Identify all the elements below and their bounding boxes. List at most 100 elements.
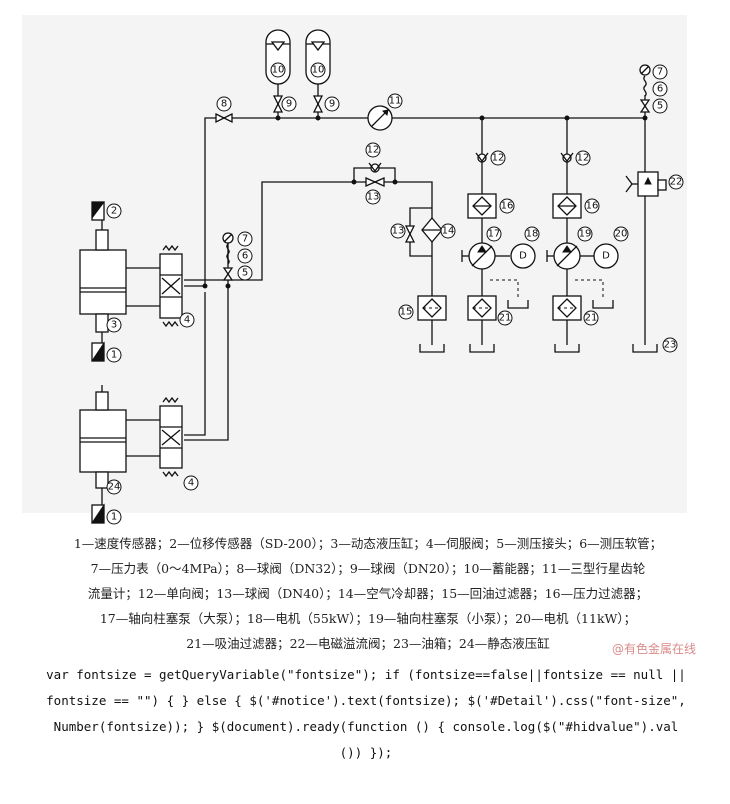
label-12-pump2: 12 [577,153,590,164]
label-1-lower: 1 [111,512,117,523]
hydraulic-system-diagram: D D [22,15,687,525]
label-6-right: 6 [657,84,663,95]
speed-sensor-icon-lower [91,503,105,524]
label-circle [652,64,668,80]
label-circle [668,174,684,190]
watermark: @有色金属在线 [612,642,697,656]
label-12: 12 [367,145,380,156]
label-5: 5 [242,268,248,279]
caption-line: 流量计；12—单向阀；13—球阀（DN40）；14—空气冷却器；15—回油过滤器… [87,586,649,601]
label-circle [497,310,513,326]
label-circle [324,96,340,112]
label-15: 15 [400,307,413,318]
label-14: 14 [442,226,455,237]
motor-letter-2: D [602,251,610,262]
label-21-right: 21 [585,313,598,324]
label-circle [106,203,122,219]
label-circle [577,226,593,242]
label-17: 17 [488,229,501,240]
label-circle [106,317,122,333]
label-circle [237,231,253,247]
motor-letter: D [519,251,527,262]
label-8: 8 [221,99,227,110]
label-7-right: 7 [657,67,663,78]
label-circle [583,310,599,326]
label-7: 7 [242,234,248,245]
code-line: ()) }); [339,745,393,760]
flowmeter-icon [367,105,393,131]
label-circle [179,312,195,328]
label-23: 23 [664,340,677,351]
label-4-lower: 4 [188,478,194,489]
caption-line: 1—速度传感器；2—位移传感器（SD-200）；3—动态液压缸；4—伺服阀；5—… [73,536,663,551]
label-circle [499,198,515,214]
label-circle [524,226,540,242]
label-10: 10 [272,65,285,76]
caption-line: 17—轴向柱塞泵（大泵）；18—电机（55kW）；19—轴向柱塞泵（小泵）；20… [99,611,637,626]
label-circle [584,198,600,214]
air-cooler-icon [404,216,443,244]
pump-branch-small: D [546,152,619,321]
ball-valve-13-icon [365,176,385,188]
label-circle [398,304,414,320]
code-line: fontsize == "") { } else { $('#notice').… [46,693,686,708]
label-13: 13 [367,192,380,203]
label-4: 4 [184,315,190,326]
code-line: Number(fontsize)); } $(document).ready(f… [53,719,679,734]
dynamic-cylinder-3 [79,229,127,333]
code-snippet: var fontsize = getQueryVariable("fontsiz… [18,662,714,766]
label-circle [106,509,122,525]
label-circle [310,62,326,78]
figure-caption: 1—速度传感器；2—位移传感器（SD-200）；3—动态液压缸；4—伺服阀；5—… [28,531,708,656]
servo-valve-upper [159,244,183,328]
pressure-gauge-left [222,232,234,281]
label-3: 3 [111,320,117,331]
label-22: 22 [670,177,683,188]
label-11: 11 [389,96,402,107]
label-6: 6 [242,251,248,262]
code-line: var fontsize = getQueryVariable("fontsiz… [46,667,686,682]
label-circle [281,96,297,112]
label-circle [106,347,122,363]
label-circle [652,98,668,114]
label-circle [237,265,253,281]
label-24: 24 [108,482,121,493]
label-18: 18 [526,229,539,240]
label-circle [183,475,199,491]
label-5-right: 5 [657,101,663,112]
label-16-right: 16 [586,201,599,212]
servo-valve-lower [159,396,183,478]
label-1: 1 [111,350,117,361]
label-12-pump1: 12 [492,153,505,164]
displacement-sensor-icon [91,201,105,221]
label-9: 9 [286,99,292,110]
label-10-right: 10 [312,65,325,76]
label-13-lower: 13 [392,226,405,237]
component-labels: 1 1 2 3 4 4 5 6 7 5 6 7 8 9 9 10 10 11 1… [106,62,684,525]
label-circle [106,479,122,495]
label-circle [575,150,591,166]
label-19: 19 [579,229,592,240]
label-circle [652,81,668,97]
label-9-right: 9 [329,99,335,110]
junction-dots [202,115,648,289]
ball-valve-8-icon [215,112,233,124]
check-valve-12-icon [368,162,382,173]
label-circle [387,93,403,109]
pump-branch-large: D [461,152,536,321]
speed-sensor-icon [91,341,105,362]
solenoid-relief-valve-icon [625,171,667,197]
label-circle [490,150,506,166]
label-circle [270,62,286,78]
label-circle [365,189,381,205]
label-20: 20 [615,229,628,240]
label-circle [237,248,253,264]
label-2: 2 [111,206,117,217]
label-circle [390,223,406,239]
label-circle [613,226,629,242]
label-circle [365,142,381,158]
label-16: 16 [501,201,514,212]
label-circle [440,223,456,239]
tanks [419,300,658,353]
label-21: 21 [499,313,512,324]
